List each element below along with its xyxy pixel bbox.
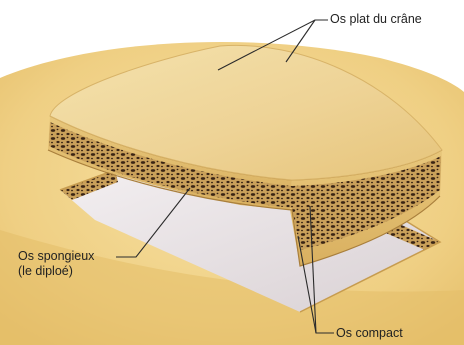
spongy-bone-label: Os spongieux (18, 249, 94, 264)
spongy-bone-sublabel: (le diploé) (18, 264, 73, 279)
flat-bone-label: Os plat du crâne (330, 12, 422, 27)
compact-bone-label: Os compact (336, 326, 403, 341)
